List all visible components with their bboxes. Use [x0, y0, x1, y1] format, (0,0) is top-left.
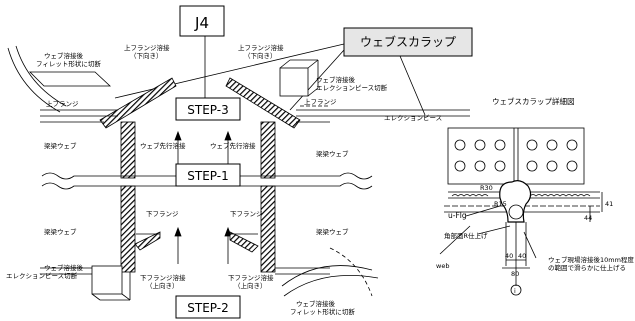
step2-label: STEP-2 [187, 301, 228, 315]
lower-flange-weld-left-2: （上向き） [146, 281, 179, 290]
lower-flange-left: 下フランジ [146, 210, 179, 218]
upper-flange-left: 上フランジ [46, 99, 79, 108]
erection-piece-label: エレクションピース [384, 114, 442, 122]
beam-web-lower-right: 梁梁ウェブ [316, 227, 349, 236]
u-flg-label: u-Flg [448, 211, 467, 220]
erection-cut-top-1: ウェブ溶接後 [316, 75, 356, 84]
web-label: web [436, 262, 449, 270]
web-weld-left-upper [120, 121, 136, 179]
web-weld-right-upper [260, 121, 276, 179]
erection-cut-top-2: エレクションピース切断 [316, 83, 388, 92]
lower-flange-weld-right [229, 231, 259, 253]
beam-web-lower-left: 梁梁ウェブ [44, 227, 77, 236]
detail-title: ウェブスカラップ詳細図 [492, 96, 575, 106]
web-weld-fillet-bottom-2: フィレット形状に切断 [290, 307, 355, 316]
upper-flange-weld-left-2: （下向き） [130, 51, 163, 60]
site-weld-note-2: の範囲で滑らかに仕上げる [548, 263, 626, 272]
step3-box [175, 97, 241, 121]
lower-flange-weld-left-1: 下フランジ溶接 [140, 273, 186, 282]
upper-flange-weld-right-2: （下向き） [244, 51, 277, 60]
upper-flange-weld-right [225, 77, 301, 129]
web-first-weld-right: ウェブ先行溶接 [210, 141, 256, 150]
dim-40a: 40 [505, 252, 513, 260]
step1-box [175, 163, 241, 187]
r30-label: R30 [480, 184, 493, 192]
circle-mark: i [514, 287, 516, 295]
joint-elevation [7, 5, 473, 319]
web-weld-fillet-top-2: フィレット形状に切断 [36, 59, 101, 68]
web-scallop-label: ウェブスカラップ [360, 34, 456, 49]
step1-label: STEP-1 [187, 169, 228, 183]
lower-flange-weld-right-1: 下フランジ溶接 [228, 273, 274, 282]
step3-label: STEP-3 [187, 103, 228, 117]
bolt-pattern [454, 139, 578, 172]
j4-box [179, 5, 225, 37]
web-first-weld-left: ウェブ先行溶接 [140, 141, 186, 150]
dim-41: 41 [605, 200, 613, 208]
j4-label: J4 [194, 14, 209, 32]
upper-flange-weld-right-1: 上フランジ溶接 [238, 43, 284, 52]
dim-80: 80 [511, 270, 519, 278]
web-weld-fillet-bottom-1: ウェブ溶接後 [296, 299, 336, 308]
web-weld-right-lower [260, 185, 276, 273]
erection-cut-bottom-2: エレクションピース切断 [6, 271, 78, 280]
dim-44: 44 [584, 214, 592, 222]
site-weld-note-1: ウェブ現場溶接後10mm程度 [548, 255, 634, 264]
web-weld-fillet-top-1: ウェブ溶接後 [44, 51, 84, 60]
lower-flange-weld-right-2: （上向き） [234, 281, 267, 290]
corner-finish-label: 角部面R仕上げ [444, 231, 488, 240]
lower-flange-weld-left [134, 231, 161, 251]
upper-flange-right: 上フランジ [304, 97, 337, 106]
web-scallop-callout-box [343, 27, 473, 57]
lower-flange-right: 下フランジ [230, 210, 263, 218]
upper-flange-weld-left [99, 77, 177, 129]
beam-web-upper-left: 梁梁ウェブ [44, 141, 77, 150]
beam-web-upper-right: 梁梁ウェブ [316, 149, 349, 158]
dim-40b: 40 [518, 252, 526, 260]
web-scallop-detail [439, 127, 603, 296]
step2-box [175, 295, 241, 319]
web-weld-left-lower [120, 185, 136, 273]
upper-flange-weld-left-1: 上フランジ溶接 [124, 43, 170, 52]
r15-label: R15 [494, 200, 507, 208]
labels: J4 ウェブスカラップ ウェブスカラップ詳細図 STEP-3 STEP-1 ST… [6, 14, 634, 316]
erection-cut-bottom-1: ウェブ溶接後 [44, 263, 84, 272]
